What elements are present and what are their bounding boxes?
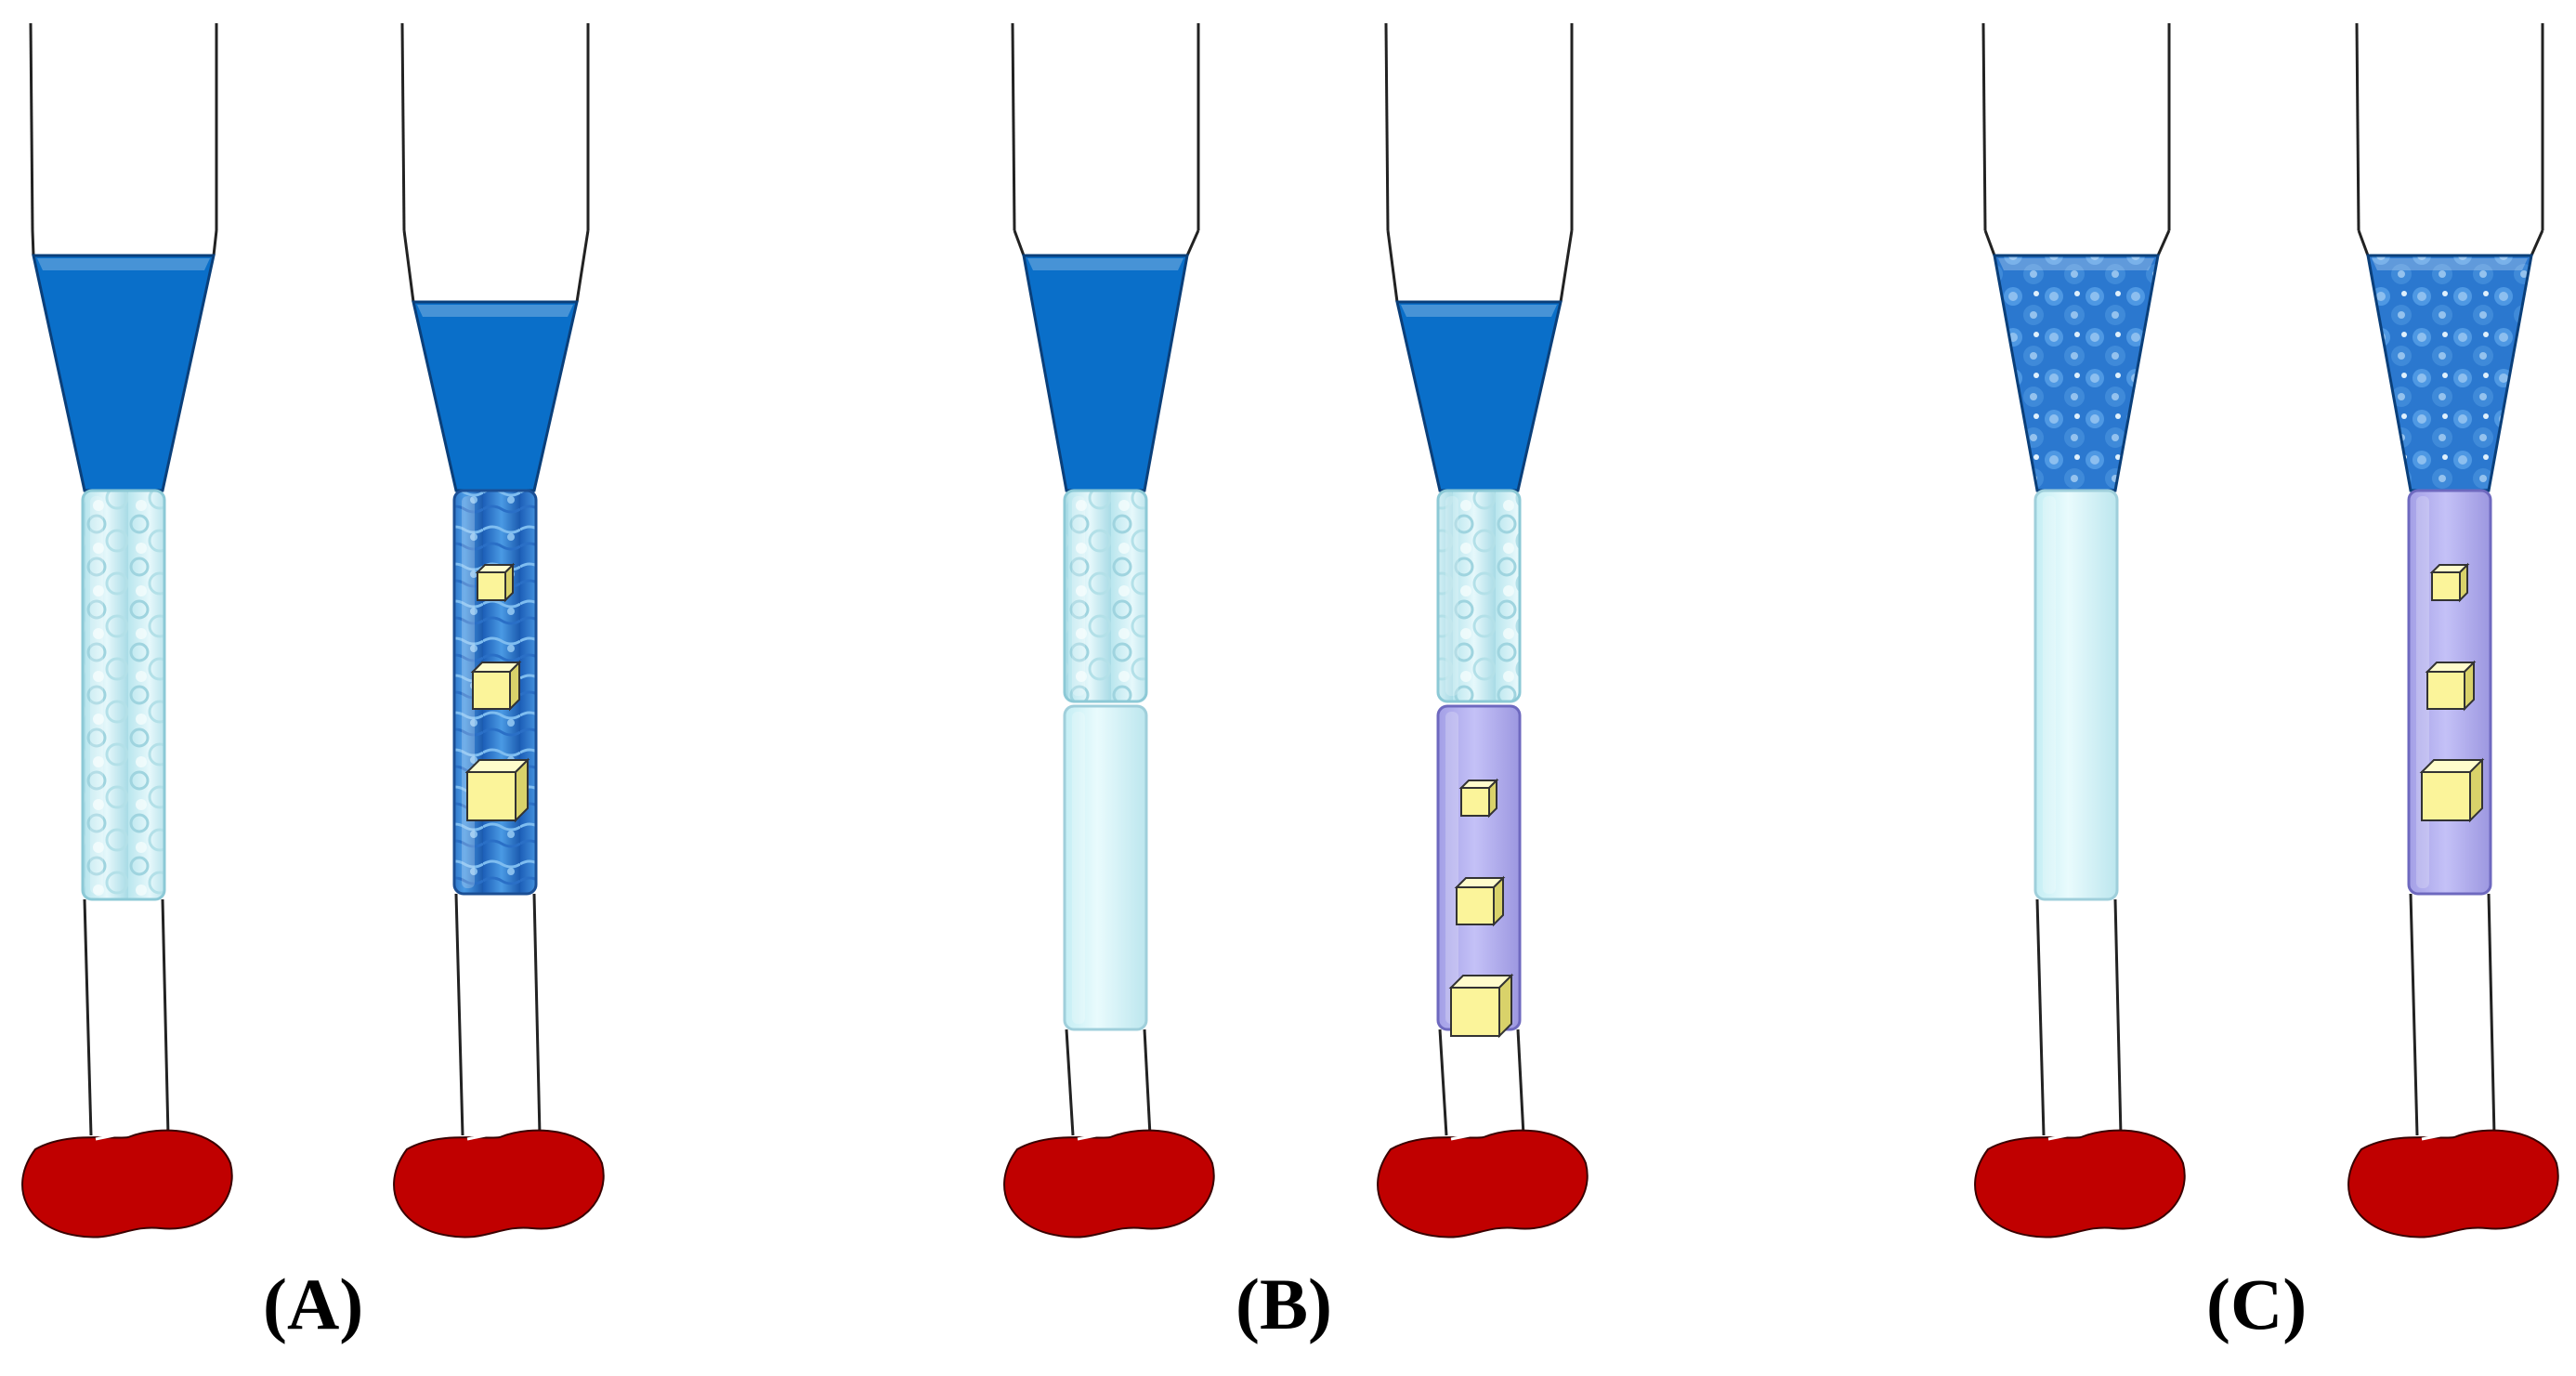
- lower-wall-left: [2409, 893, 2419, 1136]
- panel-label-c: (C): [2206, 1264, 2308, 1344]
- cube: [1450, 987, 1500, 1037]
- lower-wall-right: [161, 898, 170, 1136]
- cube-side: [1498, 973, 1512, 1039]
- cube-side: [1488, 778, 1497, 819]
- target-tissue: [393, 1129, 605, 1238]
- target-tissue: [1974, 1129, 2186, 1238]
- cube-side: [515, 757, 529, 823]
- section-foam-light: [1436, 489, 1522, 703]
- tube-taper-right: [575, 229, 590, 303]
- device-c-2: [2347, 22, 2559, 1238]
- target-tissue: [1003, 1129, 1215, 1238]
- funnel-cone: [1022, 254, 1189, 492]
- target-tip: [95, 1128, 143, 1141]
- tube-taper-right: [2530, 229, 2544, 256]
- lower-wall-left: [1065, 1029, 1075, 1136]
- section-gel-light: [2033, 489, 2119, 901]
- tube-taper-right: [1559, 229, 1574, 303]
- device-a-2: [393, 22, 605, 1238]
- section-foam-light: [81, 489, 166, 901]
- tube-wall-left: [1981, 22, 1987, 231]
- lower-wall-right: [532, 893, 542, 1136]
- target-tip: [2421, 1128, 2469, 1141]
- lower-wall-left: [1438, 1029, 1448, 1136]
- lower-wall-left: [83, 898, 93, 1136]
- section-highlight: [1072, 712, 1085, 1024]
- tube-wall-left: [2355, 22, 2360, 231]
- cube-side: [2464, 660, 2475, 712]
- lower-wall-right: [1516, 1029, 1525, 1136]
- cube: [2431, 571, 2461, 601]
- funnel-highlight: [417, 305, 573, 317]
- section-highlight: [1445, 496, 1458, 696]
- device-b-2: [1377, 22, 1589, 1238]
- tube-taper-left: [2357, 229, 2370, 256]
- target-tissue: [2347, 1129, 2559, 1238]
- target-tissue: [1377, 1129, 1589, 1238]
- tube-wall-left: [400, 22, 406, 231]
- tube-taper-right: [2156, 229, 2171, 256]
- cube-side: [509, 660, 520, 712]
- cube-side: [504, 562, 514, 603]
- target-tip: [1077, 1128, 1125, 1141]
- tube-wall-left: [1384, 22, 1390, 231]
- cube: [1456, 886, 1495, 925]
- target-tip: [466, 1128, 515, 1141]
- tube-taper-left: [402, 229, 415, 303]
- panel-label-b: (B): [1236, 1264, 1332, 1344]
- tube-taper-right: [1185, 229, 1200, 256]
- funnel-cone: [1993, 254, 2160, 492]
- target-tip: [2047, 1128, 2096, 1141]
- tube-taper-left: [1013, 229, 1026, 256]
- section-highlight: [1072, 496, 1085, 696]
- cube: [1460, 787, 1490, 817]
- section-foam-light: [1063, 489, 1148, 703]
- section-highlight: [1445, 712, 1458, 1024]
- tube-taper-left: [1983, 229, 1996, 256]
- panel-label-a: (A): [263, 1264, 364, 1344]
- target-tissue: [21, 1129, 233, 1238]
- tube-taper-right: [212, 229, 218, 256]
- funnel-cone: [32, 254, 216, 492]
- lower-wall-left: [2035, 898, 2046, 1136]
- cube: [472, 671, 511, 710]
- cube: [466, 771, 517, 821]
- funnel-highlight: [2372, 258, 2528, 270]
- lower-wall-right: [2487, 893, 2496, 1136]
- section-highlight: [2043, 496, 2056, 894]
- section-highlight: [90, 496, 103, 894]
- tube-wall-left: [29, 22, 34, 231]
- tube-wall-left: [1011, 22, 1016, 231]
- cube-side: [2459, 562, 2468, 603]
- tube-taper-left: [1386, 229, 1399, 303]
- funnel-highlight: [1998, 258, 2154, 270]
- device-c-1: [1974, 22, 2186, 1238]
- device-a-1: [21, 22, 233, 1238]
- funnel-highlight: [37, 258, 210, 270]
- cube: [2426, 671, 2465, 710]
- cube-side: [2469, 757, 2483, 823]
- funnel-cone: [2366, 254, 2533, 492]
- lower-wall-right: [1143, 1029, 1152, 1136]
- funnel-cone: [412, 300, 579, 492]
- cube: [477, 571, 506, 601]
- section-gel-light: [1063, 704, 1148, 1031]
- target-tip: [1450, 1128, 1498, 1141]
- lower-wall-right: [2113, 898, 2123, 1136]
- funnel-highlight: [1027, 258, 1183, 270]
- funnel-cone: [1395, 300, 1563, 492]
- lower-wall-left: [454, 893, 464, 1136]
- cube: [2421, 771, 2471, 821]
- funnel-highlight: [1401, 305, 1557, 317]
- cube-side: [1493, 875, 1504, 927]
- device-b-1: [1003, 22, 1215, 1238]
